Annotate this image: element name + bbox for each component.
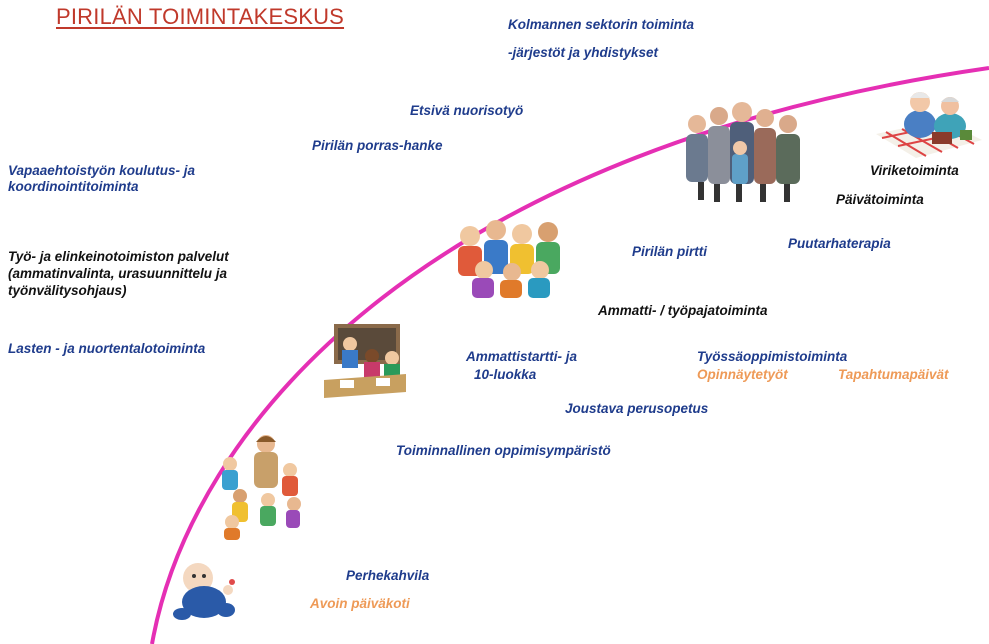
label-jarjestot: -järjestöt ja yhdistykset [508,45,659,60]
label-tyo-elinkeino-1: Työ- ja elinkeinotoimiston palvelut [8,249,229,264]
label-etsiva-nuorisotyo: Etsivä nuorisotyö [410,103,524,118]
label-avoin-paivakoti: Avoin päiväkoti [310,596,410,611]
page-title: PIRILÄN TOIMINTAKESKUS [56,4,345,29]
label-tapahtumapaivat: Tapahtumapäivät [838,367,949,382]
label-tyo-elinkeino-3: työnvälitysohjaus) [8,283,127,298]
label-tyo-elinkeino-2: (ammatinvalinta, urasuunnittelu ja [8,266,228,281]
baby-clipart [173,563,235,620]
label-kolmannen-sektorin: Kolmannen sektorin toiminta [508,17,695,32]
label-porras-hanke: Pirilän porras-hanke [312,138,443,153]
label-tyossaoppimistoiminta: Työssäoppimistoiminta [697,349,848,364]
label-ammattistartti-2: 10-luokka [474,367,537,382]
label-vapaaehtoistyo-2: koordinointitoiminta [8,179,139,194]
label-toiminnallinen-oppimisymparisto: Toiminnallinen oppimisympäristö [396,443,611,458]
label-paivatoiminta: Päivätoiminta [836,192,924,207]
label-viriketoiminta: Viriketoiminta [870,163,959,178]
label-ammatti-tyopajatoiminta: Ammatti- / työpajatoiminta [598,303,768,318]
label-opinnaytetyot: Opinnäytetyöt [697,367,788,382]
group-of-people-clipart [686,102,800,202]
elderly-couple-picnic-clipart [876,92,982,158]
label-ammattistartti-1: Ammattistartti- ja [466,349,578,364]
label-joustava-perusopetus: Joustava perusopetus [565,401,709,416]
label-vapaaehtoistyo-1: Vapaaehtoistyön koulutus- ja [8,163,196,178]
label-perhekahvila: Perhekahvila [346,568,430,583]
label-pirilan-pirtti: Pirilän pirtti [632,244,708,259]
label-puutarhaterapia: Puutarhaterapia [788,236,891,251]
teacher-reading-children-clipart [222,435,301,540]
label-lasten-nuortentalo: Lasten - ja nuortentalotoiminta [8,341,206,356]
children-group-clipart [458,220,560,298]
classroom-kids-clipart [324,324,406,398]
